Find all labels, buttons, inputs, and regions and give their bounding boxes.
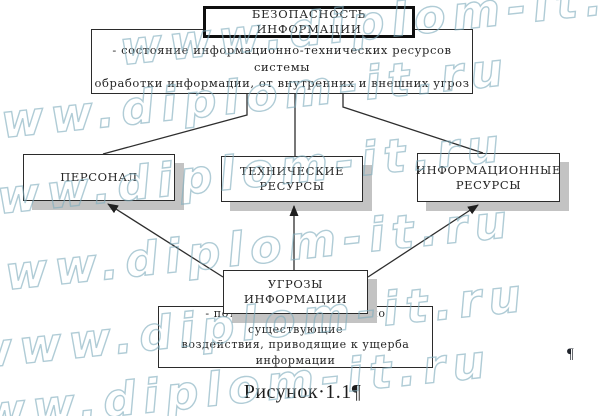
security-title-label: БЕЗОПАСНОСТЬ ИНФОРМАЦИИ [251,7,367,36]
figure-caption: Рисунок·1.1¶ [0,381,605,404]
personnel-label: ПЕРСОНАЛ [60,170,138,184]
threats-definition-line2: воздействия, приводящие к ущерба [181,338,410,351]
technical-resources-line1: ТЕХНИЧЕСКИЕ [239,164,345,178]
threats-line2: ИНФОРМАЦИИ [243,292,348,306]
link-definition-to-information [342,94,484,154]
link-definition-to-personnel [102,94,248,155]
figure-caption-text: Рисунок·1.1 [243,381,352,403]
information-resources-line2: РЕСУРСЫ [455,177,522,192]
arrow-threats-to-personnel [107,203,224,278]
threats-definition-box: - потенциально или реально существующие … [158,306,433,368]
technical-resources-box: ТЕХНИЧЕСКИЕ РЕСУРСЫ [221,156,363,202]
security-definition-line2: обработки информации, от внутренних и вн… [94,76,470,90]
personnel-box: ПЕРСОНАЛ [23,154,175,201]
threats-line1: УГРОЗЫ [267,277,324,291]
caption-pilcrow-mark: ¶ [351,381,362,403]
security-definition-box: - состояние информационно-технических ре… [91,29,473,94]
security-title-box: БЕЗОПАСНОСТЬ ИНФОРМАЦИИ [203,6,415,38]
information-resources-line1: ИНФОРМАЦИОННЫЕ [416,162,561,177]
threats-box: УГРОЗЫ ИНФОРМАЦИИ [223,270,368,314]
stray-pilcrow-mark: ¶ [567,346,574,362]
security-definition-line1: - состояние информационно-технических ре… [112,43,452,74]
technical-resources-line2: РЕСУРСЫ [259,179,325,193]
information-resources-box: ИНФОРМАЦИОННЫЕ РЕСУРСЫ [416,153,561,202]
threats-definition-line3: информации [255,353,336,367]
arrow-threats-to-information [367,204,479,278]
